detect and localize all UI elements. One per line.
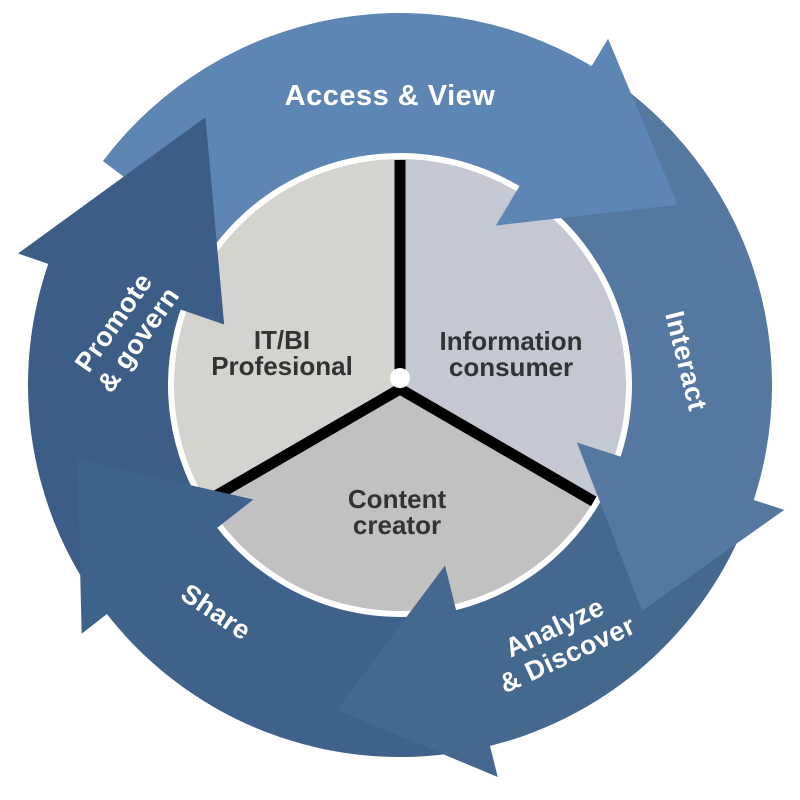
content-text: Content [348, 484, 447, 514]
consumer-text: consumer [449, 352, 573, 382]
label-information-consumer: Information consumer [440, 326, 583, 382]
professional-text: Profesional [211, 351, 353, 381]
access-view-text: Access & View [285, 80, 496, 112]
divider-down-right-icon [397, 384, 597, 507]
label-access-view: Access & View [285, 80, 496, 112]
label-it-bi-professional: IT/BI Profesional [211, 325, 353, 381]
arrowhead-analyze-discover-icon [336, 565, 498, 777]
arrowhead-interact-icon [576, 442, 785, 611]
information-text: Information [440, 326, 583, 356]
cycle-arrow-heads [18, 38, 785, 777]
roles-pie [174, 159, 626, 611]
segment-dividers [203, 160, 597, 507]
role-labels: Information consumer Content creator IT/… [211, 325, 582, 540]
center-dot-icon [390, 368, 410, 388]
it-bi-text: IT/BI [254, 325, 310, 355]
arrowhead-access-view-icon [495, 38, 678, 226]
creator-text: creator [353, 510, 441, 540]
arrowhead-share-icon [77, 459, 254, 634]
divider-down-left-icon [203, 384, 403, 507]
segment-content-creator [206, 385, 594, 611]
arrow-band-access-view [102, 12, 603, 246]
label-content-creator: Content creator [348, 484, 447, 540]
arrowhead-promote-govern-icon [18, 117, 225, 325]
